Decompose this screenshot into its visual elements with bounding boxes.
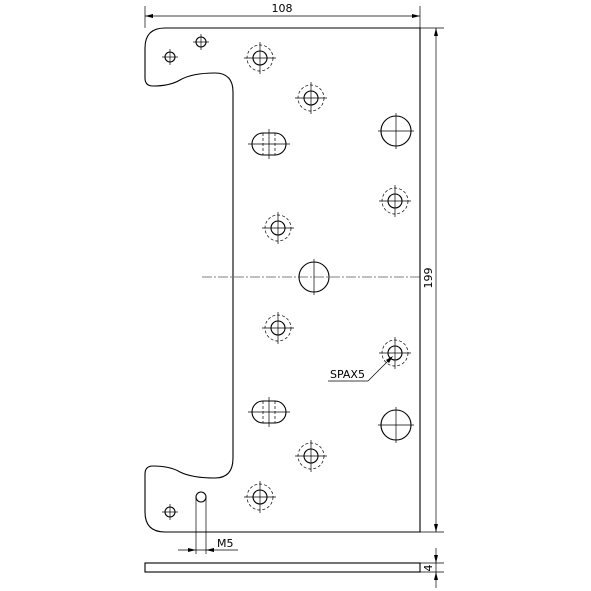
flange-holes-top [162,34,209,65]
countersunk-holes [244,42,411,513]
countersunk-hole [262,312,294,344]
large-holes [298,113,414,443]
height-dimension: 199 [420,27,444,533]
spax-callout: SPAX5 [328,356,393,382]
countersunk-hole [262,212,294,244]
countersunk-hole [295,82,327,114]
width-dimension: 108 [144,2,421,28]
width-dimension-label: 108 [272,2,293,15]
m5-label: M5 [217,537,234,550]
large-hole [378,407,414,443]
flange-holes-bottom [162,491,207,554]
plate-outline [144,27,421,533]
countersunk-hole [379,185,411,217]
large-hole [378,113,414,149]
spax-label: SPAX5 [330,368,365,381]
countersunk-hole [295,440,327,472]
slot-hole [248,129,290,159]
slot-holes [248,129,290,427]
m5-dimension: M5 [178,537,238,552]
thickness-dimension-label: 4 [422,565,435,572]
countersunk-hole [379,337,411,369]
countersunk-hole [244,42,276,74]
countersunk-hole [244,481,276,513]
side-view: 4 [144,548,444,588]
center-hole [298,259,330,295]
slot-hole [248,397,290,427]
height-dimension-label: 199 [422,268,435,289]
